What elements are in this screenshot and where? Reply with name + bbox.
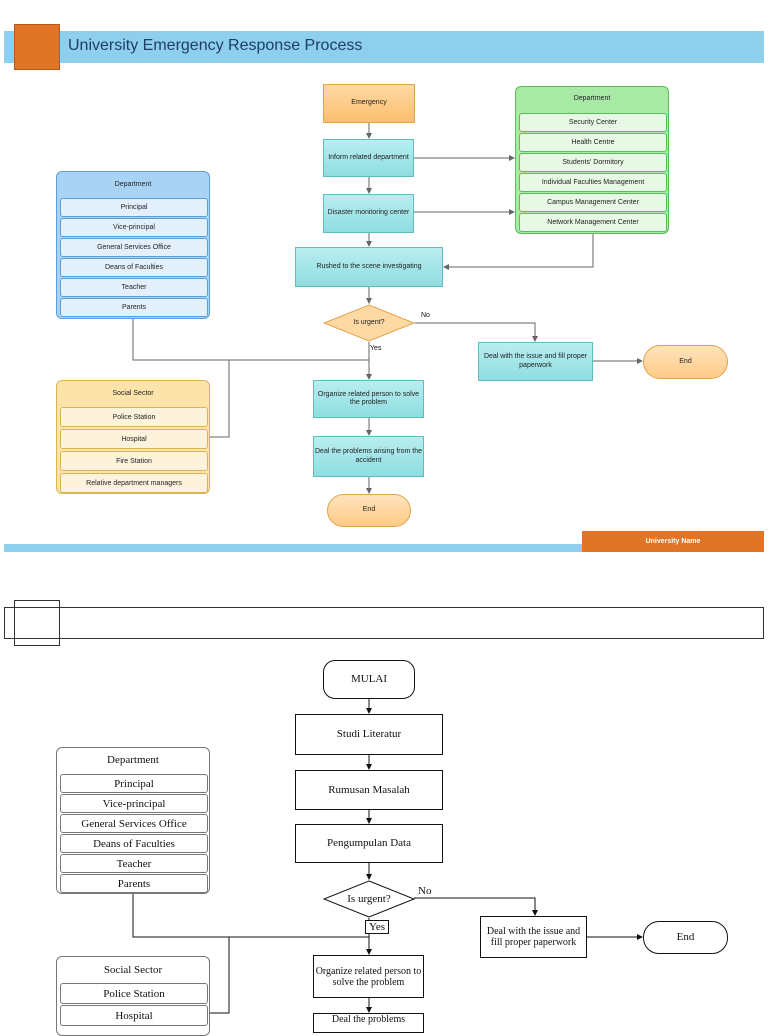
panel-item: Teacher [60, 854, 208, 873]
panel-item: Principal [60, 198, 208, 217]
decision-diamond [323, 304, 415, 342]
social-sector-panel-plain: Social Sector Police Station Hospital [56, 956, 210, 1036]
label-no-plain: No [418, 885, 432, 897]
header-accent-square [14, 24, 60, 70]
panel-item: Students' Dormitory [519, 153, 667, 172]
panel-item: Relative department managers [60, 473, 208, 493]
node-end-bottom: End [327, 494, 411, 527]
panel-item: General Services Office [60, 814, 208, 833]
panel-item: Parents [60, 874, 208, 893]
panel-title: Department [107, 754, 159, 766]
label-yes-plain: Yes [365, 920, 390, 935]
page-title: University Emergency Response Process [68, 37, 363, 54]
label-no: No [421, 312, 430, 319]
panel-item: Vice-principal [60, 794, 208, 813]
footer-university-name: University Name [582, 531, 764, 552]
node-studi-literatur: Studi Literatur [295, 714, 443, 755]
header-square-outline [14, 600, 60, 646]
label-yes: Yes [370, 345, 382, 352]
social-sector-panel: Social Sector Police Station Hospital Fi… [56, 380, 210, 494]
panel-item: General Services Office [60, 238, 208, 257]
node-monitoring-center: Disaster monitoring center [323, 194, 414, 233]
left-department-panel: Department Principal Vice-principal Gene… [56, 171, 210, 319]
panel-title: Department [573, 95, 611, 102]
node-end-right-plain: End [643, 921, 728, 954]
node-inform-department: Inform related department [323, 139, 414, 177]
footer-bar [4, 544, 764, 552]
node-rumusan-masalah: Rumusan Masalah [295, 770, 443, 810]
panel-item: Vice-principal [60, 218, 208, 237]
panel-item: Deans of Faculties [60, 834, 208, 853]
decision-label: Is urgent? [353, 318, 385, 326]
node-deal-problems: Deal the problems arising from the accid… [313, 436, 424, 477]
header-bar-outline [4, 607, 764, 639]
left-department-panel-plain: Department Principal Vice-principal Gene… [56, 747, 210, 894]
node-organize-person-plain: Organize related person to solve the pro… [313, 955, 424, 998]
panel-item: Campus Management Center [519, 193, 667, 212]
node-pengumpulan-data: Pengumpulan Data [295, 824, 443, 863]
panel-item: Fire Station [60, 451, 208, 471]
decision-label-plain: Is urgent? [347, 892, 391, 905]
node-deal-with-issue-plain: Deal with the issue and fill proper pape… [480, 916, 587, 958]
node-deal-with-issue: Deal with the issue and fill proper pape… [478, 342, 593, 381]
panel-item: Individual Faculties Management [519, 173, 667, 192]
panel-item: Network Management Center [519, 213, 667, 232]
panel-title: Department [114, 181, 152, 188]
header-bar [4, 31, 764, 63]
panel-item: Police Station [60, 407, 208, 427]
panel-title: Social Sector [103, 964, 163, 976]
panel-item: Teacher [60, 278, 208, 297]
node-rushed-to-scene: Rushed to the scene investigating [295, 247, 443, 287]
panel-item: Parents [60, 298, 208, 317]
panel-item: Hospital [60, 429, 208, 449]
panel-item: Police Station [60, 983, 208, 1004]
panel-item: Health Centre [519, 133, 667, 152]
node-deal-problems-plain: Deal the problems [313, 1013, 424, 1033]
node-emergency: Emergency [323, 84, 415, 123]
panel-item: Deans of Faculties [60, 258, 208, 277]
panel-title: Social Sector [112, 390, 154, 397]
decision-diamond-plain [323, 880, 415, 918]
right-department-panel: Department Security Center Health Centre… [515, 86, 669, 234]
node-organize-person: Organize related person to solve the pro… [313, 380, 424, 418]
panel-item: Principal [60, 774, 208, 793]
node-end-right: End [643, 345, 728, 379]
node-mulai: MULAI [323, 660, 415, 699]
panel-item: Security Center [519, 113, 667, 132]
panel-item: Hospital [60, 1005, 208, 1026]
